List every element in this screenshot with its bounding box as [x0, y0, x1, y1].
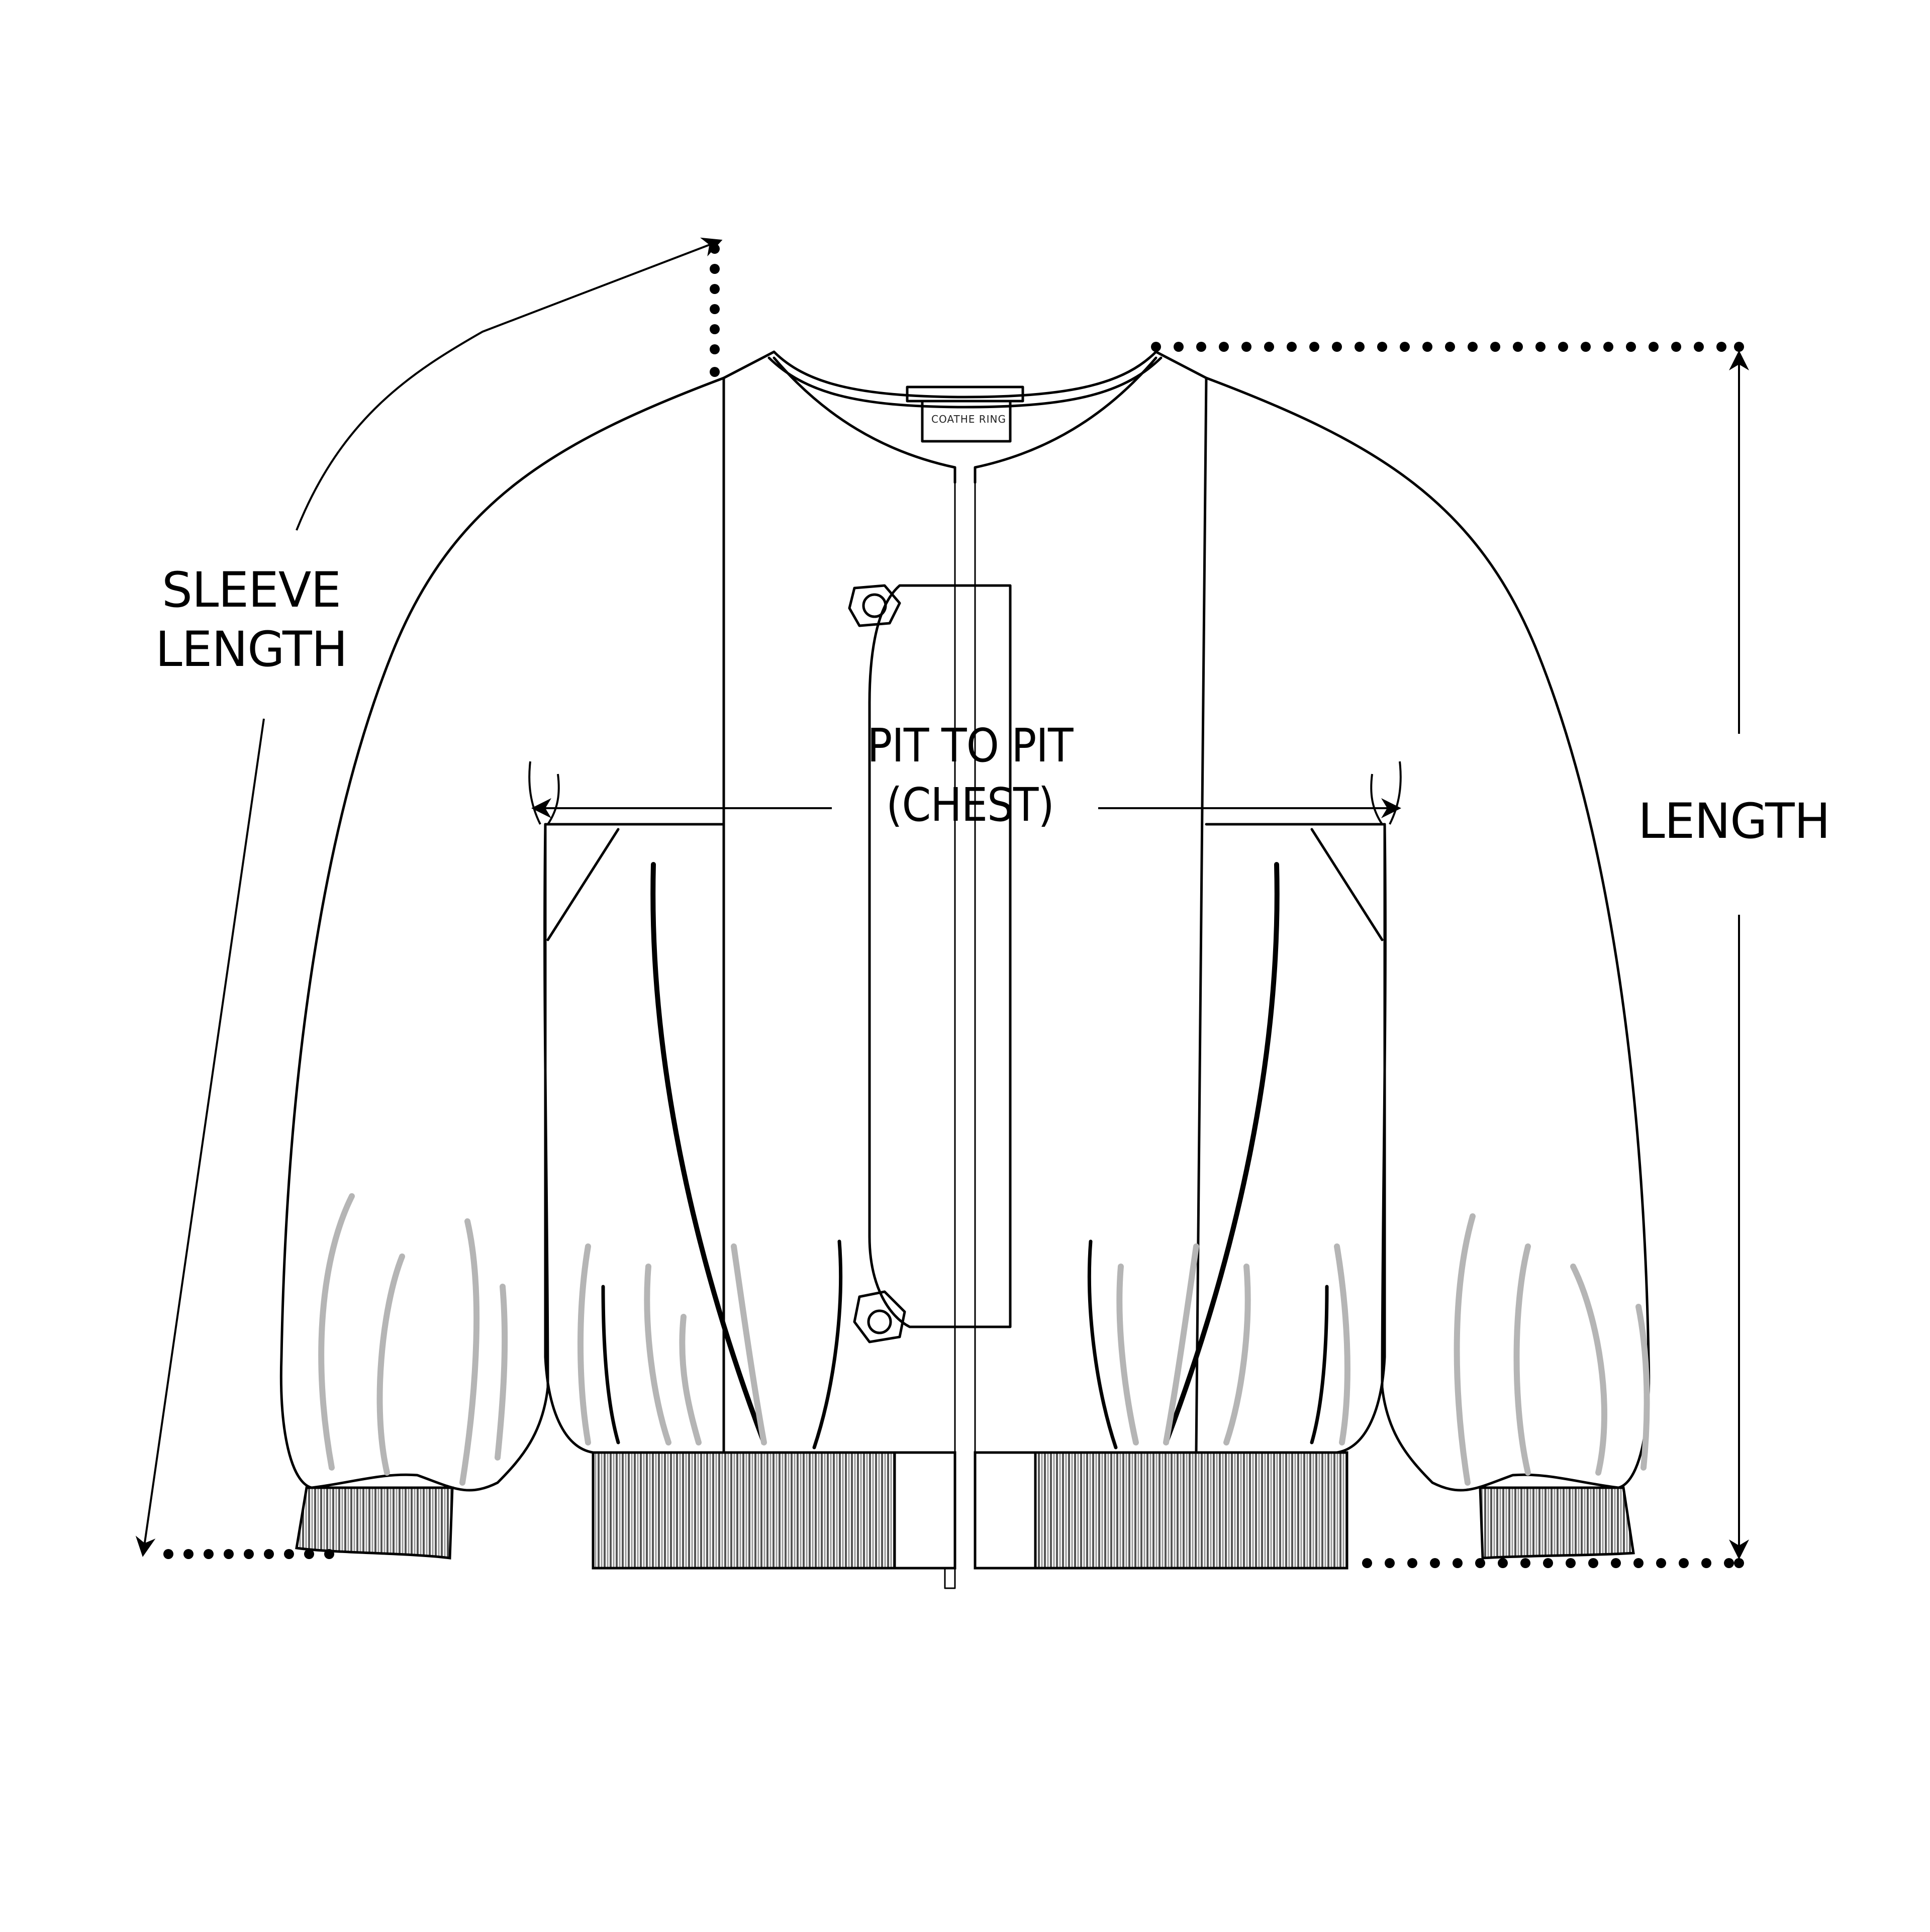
length-label: LENGTH: [1628, 792, 1840, 851]
neckline: [773, 350, 1157, 399]
sleeve-length-label-line2: LENGTH: [155, 621, 348, 678]
chest-label-line1: PIT TO PIT: [867, 719, 1073, 772]
snap-tab-top: [848, 584, 901, 627]
storm-flap: [868, 584, 1012, 1328]
neck-tag-text: COATHE RING: [931, 413, 1006, 425]
length-label-line1: LENGTH: [1638, 793, 1830, 849]
length-top-dots: [1151, 342, 1744, 352]
neck-tag: [921, 400, 1012, 443]
chest-label-line2: (CHEST): [886, 778, 1054, 832]
sleeve-top-dots: [710, 244, 720, 377]
sleeve-length-label: SLEEVE LENGTH: [146, 560, 357, 679]
right-sleeve: [1205, 376, 1651, 1492]
ribbing: [295, 1451, 1635, 1570]
sleeve-length-label-line1: SLEEVE: [161, 562, 341, 618]
chest-measure: [528, 761, 1402, 825]
length-bottom-dots: [1362, 1558, 1744, 1568]
chest-label: PIT TO PIT (CHEST): [839, 716, 1101, 835]
zipper: [954, 481, 976, 1459]
left-sleeve: [279, 376, 725, 1492]
dotted-guides: [163, 244, 1744, 1568]
sleeve-bottom-dots: [163, 1549, 334, 1559]
gather-shading: [318, 1193, 1650, 1486]
snap-tab-bottom: [853, 1290, 906, 1343]
sleeve-length-measure: [135, 237, 723, 1557]
